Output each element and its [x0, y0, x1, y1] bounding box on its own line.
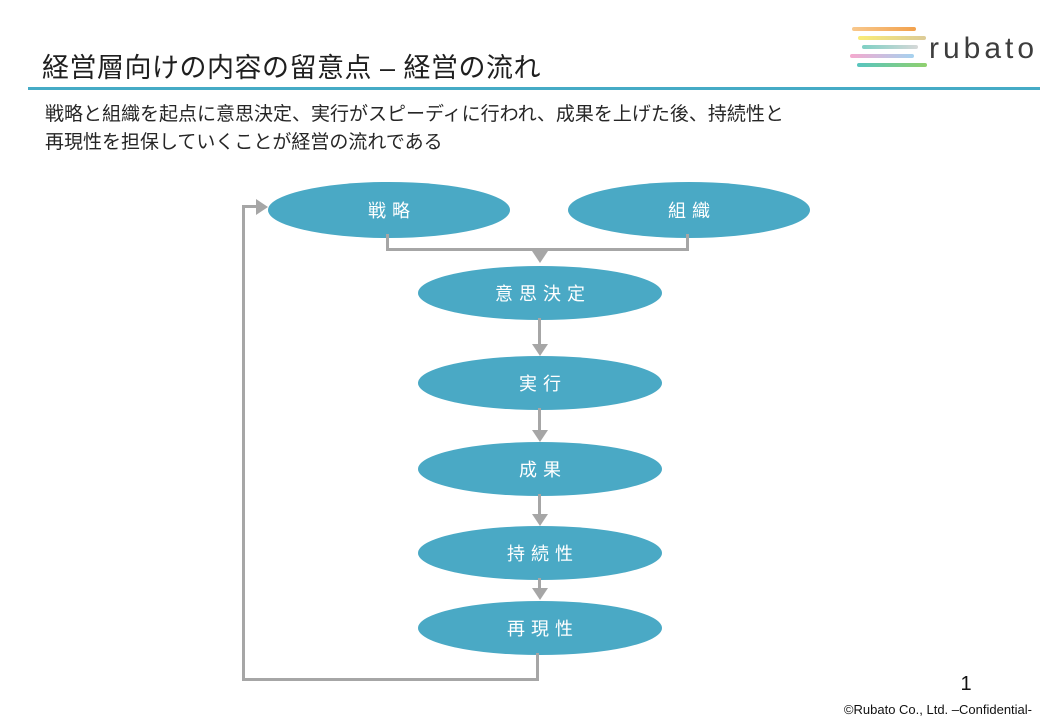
logo-stripe-yellow — [858, 36, 926, 40]
connector-execution-to-results — [538, 408, 541, 430]
lead-text-line-1: 戦略と組織を起点に意思決定、実行がスピーディに行われ、成果を上げた後、持続性と — [45, 104, 784, 125]
arrow-right-icon — [256, 199, 268, 215]
logo-stripe-orange — [852, 27, 916, 31]
flow-node-results: 成果 — [418, 442, 662, 496]
connector-results-to-sustainability — [538, 494, 541, 514]
connector-strategy-drop — [386, 234, 389, 248]
rubato-logo: rubato — [840, 20, 1040, 75]
feedback-loop-top — [242, 205, 256, 208]
connector-decision-to-execution — [538, 318, 541, 344]
arrow-down-icon — [532, 251, 548, 263]
logo-stripe-teal — [862, 45, 918, 49]
logo-stripe-green — [857, 63, 927, 67]
lead-text-line-2: 再現性を担保していくことが経営の流れである — [45, 132, 443, 153]
flow-node-organization: 組織 — [568, 182, 810, 238]
connector-organization-drop — [686, 234, 689, 248]
footer-copyright: ©Rubato Co., Ltd. –Confidential- — [843, 702, 1032, 717]
flow-node-execution: 実行 — [418, 356, 662, 410]
connector-join-bar — [386, 248, 689, 251]
logo-stripe-pink — [850, 54, 914, 58]
logo-wordmark: rubato — [929, 32, 1039, 65]
flow-node-reproducibility: 再現性 — [418, 601, 662, 655]
page-number: 1 — [960, 673, 972, 695]
feedback-loop-left — [242, 205, 245, 681]
flow-node-decision-making: 意思決定 — [418, 266, 662, 320]
flow-node-sustainability: 持続性 — [418, 526, 662, 580]
flow-node-strategy: 戦略 — [268, 182, 510, 238]
title-divider — [28, 87, 1040, 90]
arrow-down-icon — [532, 344, 548, 356]
slide-title: 経営層向けの内容の留意点 – 経営の流れ — [42, 53, 542, 83]
arrow-down-icon — [532, 430, 548, 442]
feedback-loop-bottom — [242, 678, 539, 681]
feedback-loop-drop — [536, 653, 539, 681]
arrow-down-icon — [532, 588, 548, 600]
connector-sustainability-to-reproducibility — [538, 578, 541, 588]
arrow-down-icon — [532, 514, 548, 526]
lead-paragraph: 戦略と組織を起点に意思決定、実行がスピーディに行われ、成果を上げた後、持続性と … — [45, 101, 784, 157]
